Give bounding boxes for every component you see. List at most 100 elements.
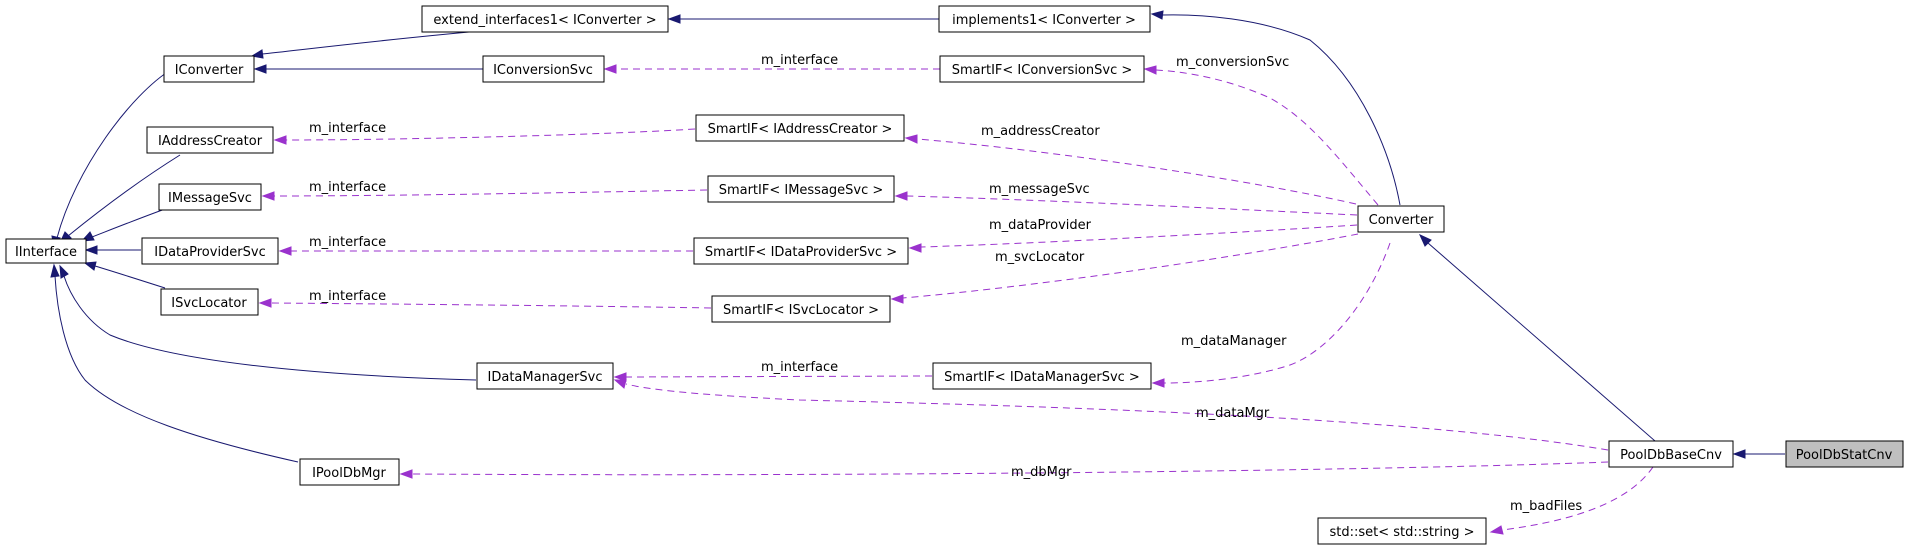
arrowhead — [1151, 378, 1165, 388]
edge-label-m-interface: m_interface — [309, 289, 386, 304]
edge-ipooldbmgr-to-iinterface — [54, 275, 299, 463]
class-label: SmartIF< IConversionSvc > — [952, 63, 1133, 78]
class-node-pooldbbasecnv[interactable]: PoolDbBaseCnv — [1608, 440, 1734, 468]
class-node-iconverter[interactable]: IConverter — [163, 55, 255, 83]
arrowhead — [250, 49, 264, 59]
class-node-extend-interfaces1[interactable]: extend_interfaces1< IConverter > — [421, 5, 669, 33]
edge-label-m-dataprovider: m_dataProvider — [989, 218, 1092, 233]
class-node-smartif-imessagesvc[interactable]: SmartIF< IMessageSvc > — [707, 175, 895, 203]
class-node-smartif-isvclocator[interactable]: SmartIF< ISvcLocator > — [711, 295, 891, 323]
class-label: PoolDbBaseCnv — [1620, 448, 1722, 463]
class-label: SmartIF< IDataManagerSvc > — [944, 370, 1140, 385]
edge-label-m-datamanager: m_dataManager — [1181, 334, 1287, 349]
class-label: IConverter — [175, 63, 244, 78]
class-label: IPoolDbMgr — [312, 466, 386, 481]
edge-iconverter-to-iinterface — [56, 68, 173, 239]
edge-label-m-datamgr: m_dataMgr — [1196, 406, 1270, 421]
class-label: IDataManagerSvc — [488, 370, 603, 385]
class-node-ipooldbmgr[interactable]: IPoolDbMgr — [299, 458, 400, 486]
class-label: extend_interfaces1< IConverter > — [433, 13, 656, 28]
edge-smartif-imessagesvc-to-imessagesvc — [273, 189, 708, 197]
edge-idatamanagersvc-to-iinterface — [63, 275, 477, 381]
edge-labels: m_interface m_conversionSvc m_interface … — [309, 53, 1582, 514]
class-node-isvclocator[interactable]: ISvcLocator — [160, 288, 259, 316]
class-node-std-set[interactable]: std::set< std::string > — [1317, 517, 1487, 545]
edge-converter-to-smartif-idataprovidersvc — [920, 224, 1358, 248]
class-label: SmartIF< ISvcLocator > — [723, 303, 879, 318]
class-node-smartif-iaddresscreator[interactable]: SmartIF< IAddressCreator > — [695, 114, 905, 142]
class-node-idatamanagersvc[interactable]: IDataManagerSvc — [476, 362, 614, 390]
edge-converter-to-smartif-idatamanagersvc — [1163, 242, 1391, 384]
class-label: PoolDbStatCnv — [1796, 448, 1893, 463]
class-label: IInterface — [15, 245, 77, 260]
edge-label-m-dbmgr: m_dbMgr — [1011, 465, 1072, 480]
arrowhead — [890, 294, 904, 304]
arrowhead — [1143, 65, 1157, 75]
edge-label-m-interface: m_interface — [309, 121, 386, 136]
class-label: implements1< IConverter > — [952, 13, 1136, 28]
edge-iaddresscreator-to-iinterface — [67, 154, 181, 237]
arrowhead — [667, 14, 681, 24]
class-label: ISvcLocator — [171, 296, 247, 311]
class-node-iconversionsvc[interactable]: IConversionSvc — [482, 55, 605, 83]
arrowhead — [1732, 449, 1746, 459]
edge-label-m-badfiles: m_badFiles — [1510, 499, 1582, 514]
arrowhead — [84, 245, 98, 255]
class-node-iaddresscreator[interactable]: IAddressCreator — [146, 126, 274, 154]
edge-extendinterfaces1-to-iconverter — [261, 30, 481, 55]
edge-imessagesvc-to-iinterface — [91, 208, 166, 238]
class-label: std::set< std::string > — [1330, 525, 1475, 540]
class-node-smartif-idatamanagersvc[interactable]: SmartIF< IDataManagerSvc > — [932, 362, 1152, 390]
edge-label-m-interface: m_interface — [761, 53, 838, 68]
edge-pooldbbasecnv-to-converter — [1427, 242, 1656, 442]
arrowhead — [258, 298, 272, 308]
arrowhead — [59, 264, 69, 279]
class-node-idataprovidersvc[interactable]: IDataProviderSvc — [141, 237, 279, 265]
edge-smartif-isvclocator-to-isvclocator — [270, 302, 712, 309]
arrowhead — [603, 64, 617, 74]
class-label: SmartIF< IMessageSvc > — [719, 183, 884, 198]
class-node-converter[interactable]: Converter — [1357, 205, 1445, 233]
class-node-implements1[interactable]: implements1< IConverter > — [938, 5, 1151, 33]
edge-converter-to-smartif-iaddresscreator — [916, 138, 1357, 205]
class-label: IAddressCreator — [158, 134, 263, 149]
arrowhead — [613, 379, 627, 389]
arrowhead — [894, 191, 908, 201]
edge-label-m-addresscreator: m_addressCreator — [981, 124, 1100, 139]
class-label: Converter — [1369, 213, 1434, 228]
class-node-smartif-iconversionsvc[interactable]: SmartIF< IConversionSvc > — [939, 55, 1145, 83]
class-node-iinterface[interactable]: IInterface — [5, 238, 87, 264]
inheritance-edges — [50, 10, 1785, 463]
class-label: SmartIF< IAddressCreator > — [708, 122, 893, 137]
arrowhead — [613, 372, 627, 382]
arrowhead — [399, 469, 413, 479]
class-label: SmartIF< IDataProviderSvc > — [705, 245, 897, 260]
edge-smartif-iaddresscreator-to-iaddresscreator — [285, 128, 696, 141]
nodes: IInterface IConverter extend_interfaces1… — [5, 5, 1904, 545]
edge-smartif-idatamanagersvc-to-idatamanagersvc — [625, 375, 933, 378]
edge-converter-to-smartif-imessagesvc — [906, 195, 1358, 216]
class-label: IConversionSvc — [493, 63, 593, 78]
class-label: IDataProviderSvc — [154, 245, 266, 260]
arrowhead — [1418, 233, 1432, 247]
edge-pooldbbasecnv-to-ipooldbmgr — [411, 461, 1609, 476]
edge-converter-to-smartif-isvclocator — [902, 233, 1359, 299]
arrowhead — [83, 261, 97, 271]
arrowhead — [273, 135, 287, 145]
class-node-smartif-idataprovidersvc[interactable]: SmartIF< IDataProviderSvc > — [693, 237, 909, 265]
class-node-imessagesvc[interactable]: IMessageSvc — [158, 183, 262, 211]
edge-pooldbbasecnv-to-stdset — [1501, 466, 1654, 531]
edge-label-m-conversionsvc: m_conversionSvc — [1176, 55, 1289, 70]
member-edges — [258, 64, 1654, 535]
edge-label-m-interface: m_interface — [761, 360, 838, 375]
edge-pooldbbasecnv-to-idatamanagersvc — [625, 383, 1609, 451]
edge-label-m-interface: m_interface — [309, 235, 386, 250]
edge-converter-to-smartif-iconversionsvc — [1155, 69, 1379, 206]
arrowhead — [261, 191, 275, 201]
class-label: IMessageSvc — [168, 191, 252, 206]
edge-converter-to-implements1 — [1161, 14, 1401, 206]
edge-label-m-svclocator: m_svcLocator — [995, 250, 1085, 265]
class-node-pooldbstatcnv[interactable]: PoolDbStatCnv — [1785, 440, 1904, 468]
arrowhead — [278, 246, 292, 256]
